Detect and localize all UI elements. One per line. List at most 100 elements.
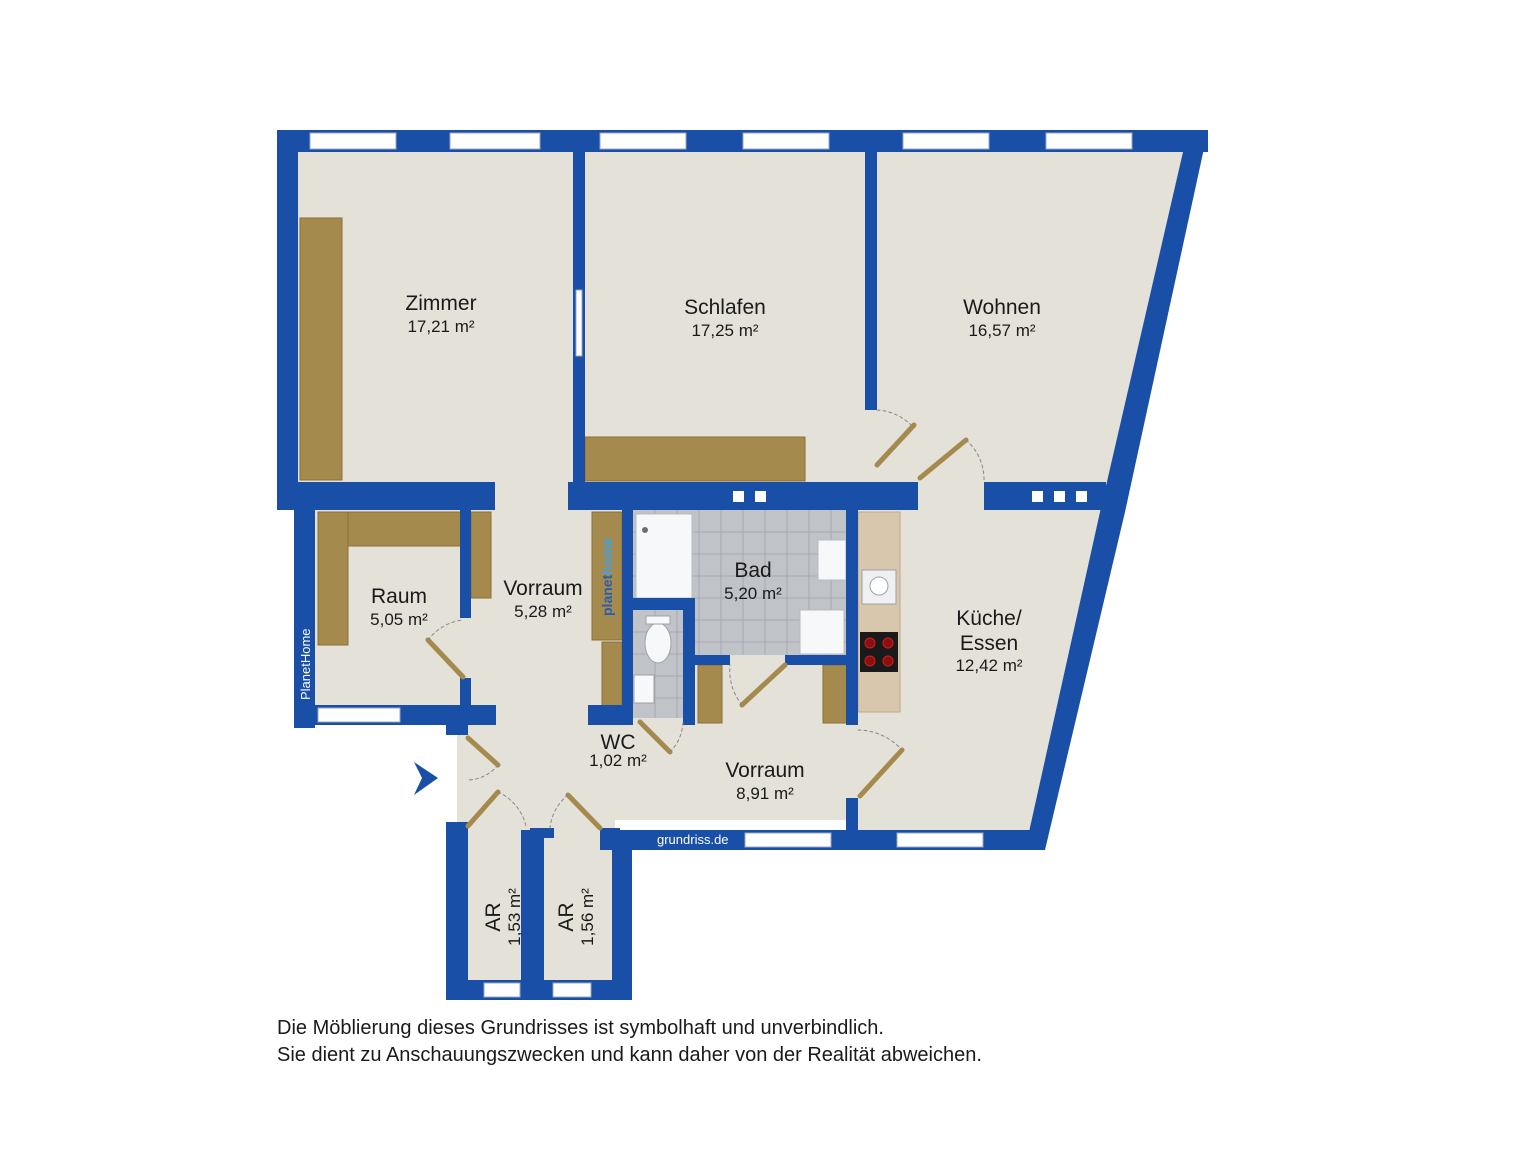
bad-sink (817, 539, 847, 581)
hall-cabinet-left (697, 664, 723, 724)
grundriss-watermark: grundriss.de (657, 832, 729, 847)
vent (1054, 491, 1065, 502)
window (744, 832, 832, 848)
vent (1032, 491, 1043, 502)
room-area-bad: 5,20 m² (724, 584, 782, 603)
toilet-tank (645, 615, 671, 625)
doors (425, 409, 985, 831)
wall-right-lower (1025, 512, 1125, 850)
wall-wc-bottom (588, 705, 633, 725)
planethome-side-text: PlanetHome (298, 628, 313, 700)
room-area-vorraum-upper: 5,28 m² (514, 602, 572, 621)
toilet-icon (644, 622, 672, 664)
wall-kueche-stub (846, 798, 858, 830)
wall-raum-right (460, 510, 471, 618)
planethome-brand-a: planet (599, 574, 615, 616)
shower-drain-icon (642, 527, 648, 533)
room-name-raum: Raum (371, 585, 427, 608)
vorraum-shelf-right (470, 511, 492, 599)
door-bad (729, 662, 788, 708)
shower-tray (635, 513, 693, 599)
window (483, 982, 521, 998)
wall-bad-bottom-right (785, 655, 846, 665)
room-labels: Zimmer 17,21 m² Schlafen 17,25 m² Wohnen… (370, 292, 1041, 946)
hob-burner-icon (882, 655, 894, 667)
wall-bad-left (622, 510, 633, 725)
wall-left-upper (277, 130, 298, 510)
room-area-vorraum-lower: 8,91 m² (736, 784, 794, 803)
wall-wohnen-kueche (984, 482, 1106, 510)
zimmer-wardrobe (299, 217, 343, 481)
raum-shelf-left (317, 511, 349, 646)
hob-burner-icon (864, 637, 876, 649)
wall-ar-outer-right (612, 830, 632, 1000)
wall-schlafen-wohnen (865, 130, 877, 410)
wall-ar-outer-left (446, 822, 468, 1000)
room-name-ar2: AR (555, 902, 578, 931)
wall-wc-right (683, 610, 695, 725)
wall-ar-bottom (446, 980, 632, 1000)
wall-right-upper (1100, 130, 1208, 512)
door-ar1 (465, 789, 527, 829)
door-kueche-lower (857, 729, 905, 799)
floor-ar1 (468, 830, 521, 980)
kitchen-worktop (857, 511, 901, 713)
washing-machine (799, 609, 845, 655)
door-raum (425, 619, 466, 680)
window (1045, 132, 1133, 150)
vent (755, 491, 766, 502)
disclaimer-line-2: Sie dient zu Anschauungszwecken und kann… (277, 1044, 982, 1066)
kitchen-hob (860, 632, 898, 672)
room-area-wc: 1,02 m² (589, 751, 647, 770)
window (742, 132, 830, 150)
wall-ar1-top (446, 822, 466, 830)
wall-ar2-top (530, 828, 554, 838)
room-name-schlafen: Schlafen (684, 296, 766, 319)
wall-bad-right (846, 510, 858, 725)
room-area-raum: 5,05 m² (370, 610, 428, 629)
room-name-bad: Bad (734, 559, 771, 582)
room-name-wc: WC (601, 731, 636, 754)
window (599, 132, 687, 150)
room-name-kueche-1: Küche/ (956, 607, 1022, 630)
planethome-brand-watermark: planethome (599, 537, 615, 616)
window (317, 707, 401, 723)
window (896, 832, 984, 848)
room-area-ar2: 1,56 m² (578, 888, 597, 946)
planethome-brand-text: planethome (599, 537, 615, 616)
room-area-zimmer: 17,21 m² (407, 317, 474, 336)
door-wohnen (874, 409, 917, 468)
room-name-zimmer: Zimmer (405, 292, 476, 315)
window (552, 982, 592, 998)
windows (309, 132, 1133, 998)
window (309, 132, 397, 150)
window (449, 132, 541, 150)
room-area-kueche: 12,42 m² (955, 656, 1022, 675)
room-area-wohnen: 16,57 m² (968, 321, 1035, 340)
label-ar2: AR 1,56 m² (555, 888, 597, 946)
sliding-door (575, 289, 583, 357)
wall-left-lower (294, 510, 315, 728)
hob-burner-icon (864, 655, 876, 667)
window (902, 132, 990, 150)
wall-entrance-top (446, 705, 468, 735)
room-name-wohnen: Wohnen (963, 296, 1041, 319)
vorraum-cabinet (591, 511, 623, 641)
room-name-kueche-2: Essen (960, 632, 1018, 655)
hob-burner-icon (882, 637, 894, 649)
label-ar1: AR 1,53 m² (482, 888, 524, 946)
furniture (299, 217, 901, 724)
wall-ar-divider (521, 830, 544, 1000)
schlafen-wardrobe (584, 436, 806, 482)
room-name-vorraum-lower: Vorraum (725, 759, 804, 782)
wall-raum-right-lower (460, 678, 471, 708)
wall-bad-wc (633, 598, 695, 610)
sink-bowl-icon (869, 576, 889, 596)
planethome-brand-b: home (599, 537, 615, 575)
hall-cabinet-right (822, 664, 848, 724)
room-area-schlafen: 17,25 m² (691, 321, 758, 340)
wall-bad-bottom-left (695, 655, 730, 665)
room-area-ar1: 1,53 m² (505, 888, 524, 946)
walls (277, 130, 1208, 1000)
planethome-side-watermark: PlanetHome (298, 628, 313, 700)
